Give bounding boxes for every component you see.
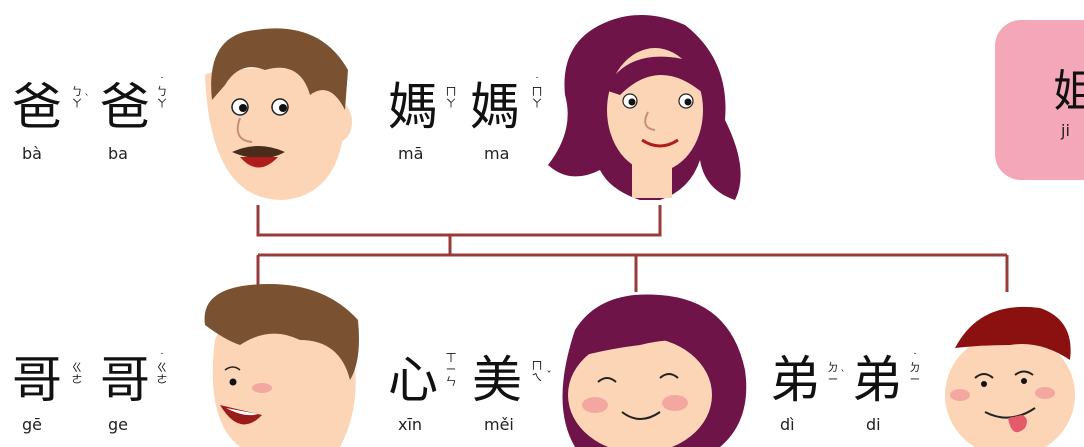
younger-hanzi-1: 弟 <box>770 351 820 409</box>
sister-zhuyin-2: ㄇㄟ <box>531 359 543 384</box>
younger-zhuyin-2: ㄉㄧ <box>909 361 921 386</box>
card-hanzi: 姐 <box>1053 66 1084 117</box>
younger-pinyin-1: dì <box>780 415 795 434</box>
dad-pinyin-2: ba <box>108 144 128 163</box>
sister-face <box>562 294 747 447</box>
dad-zhuyin-2: ㄅㄚ <box>156 85 168 110</box>
brother-zhuyin-2: ㄍㄜ <box>156 361 168 386</box>
mom-zhuyin-2: ㄇㄚ <box>531 85 543 110</box>
brother-pinyin-2: ge <box>108 415 128 434</box>
mom-face <box>548 15 741 200</box>
younger-brother-face <box>945 306 1075 447</box>
younger-hanzi-2: 弟 <box>852 351 902 409</box>
dad-zhuyin-1: ㄅㄚ <box>71 85 83 110</box>
mom-zhuyin-1: ㄇㄚ <box>445 85 457 110</box>
sister-hanzi-1: 心 <box>388 351 438 409</box>
brother-zhuyin-1: ㄍㄜ <box>71 361 83 386</box>
mom-hanzi-2: 媽 <box>470 78 520 136</box>
mom-pinyin-1: mā <box>398 144 424 163</box>
mom-pinyin-2: ma <box>484 144 510 163</box>
sister-zhuyin-1: ㄒㄧㄣ <box>445 351 457 388</box>
sister-word-card: 姐 ji <box>995 20 1084 180</box>
dad-face <box>205 28 352 200</box>
sister-tone-2: ˇ <box>546 369 552 382</box>
mom-tone-2: ˙ <box>534 75 540 88</box>
younger-zhuyin-1: ㄉㄧ <box>827 361 839 386</box>
card-pinyin: ji <box>1061 121 1070 140</box>
brother-tone-2: ˙ <box>159 351 165 364</box>
brother-hanzi-1: 哥 <box>12 351 62 409</box>
younger-tone-2: ˙ <box>912 351 918 364</box>
dad-tone-2: ˙ <box>159 75 165 88</box>
mom-hanzi-1: 媽 <box>388 78 438 136</box>
dad-tone-1: ˋ <box>84 92 90 105</box>
dad-hanzi-1: 爸 <box>12 78 62 136</box>
brother-face <box>204 284 359 447</box>
sister-pinyin-2: měi <box>484 415 514 434</box>
sister-hanzi-2: 美 <box>472 351 522 409</box>
dad-hanzi-2: 爸 <box>100 78 150 136</box>
sister-pinyin-1: xīn <box>398 415 423 434</box>
parents-connector <box>256 205 662 237</box>
younger-pinyin-2: di <box>866 415 881 434</box>
brother-pinyin-1: gē <box>22 415 42 434</box>
dad-pinyin-1: bà <box>22 144 42 163</box>
younger-tone-1: ˋ <box>840 368 846 381</box>
brother-hanzi-2: 哥 <box>100 351 150 409</box>
